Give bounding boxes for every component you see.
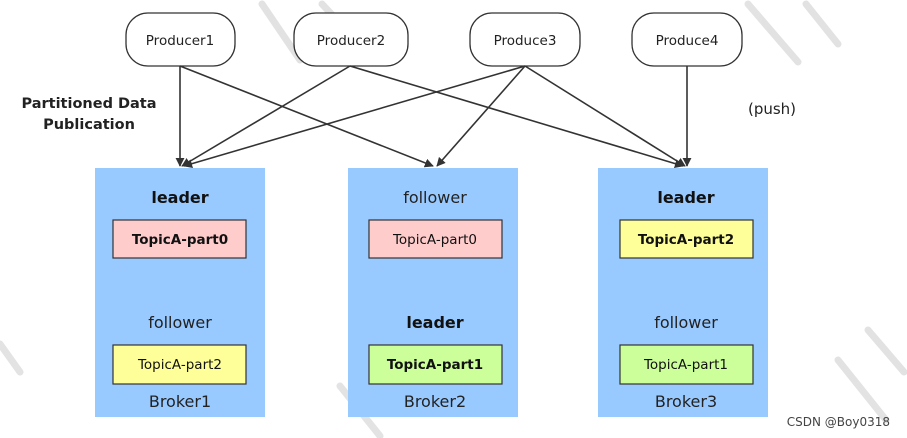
broker1-top-partition: TopicA-part0 [112,219,247,259]
broker1-bottom-role: follower [148,313,212,332]
producer-4-label: Produce4 [656,33,719,49]
partition-label: TopicA-part0 [392,232,477,248]
broker3-bottom-partition: TopicA-part1 [619,344,754,385]
producer-2-label: Producer2 [317,33,385,49]
producer-3: Produce3 [469,12,581,67]
push-label: (push) [748,100,796,118]
producer-2: Producer2 [293,12,409,67]
broker2-bottom-partition: TopicA-part1 [368,344,503,385]
arrow-producer3-broker2 [436,65,526,167]
partition-label: TopicA-part2 [638,232,734,248]
producer-1-label: Producer1 [146,33,214,49]
broker2-bottom-role: leader [406,313,463,332]
arrow-producer3-broker1 [183,65,526,169]
broker3-top-role: leader [657,188,714,207]
broker3-label: Broker3 [655,392,717,411]
arrow-producer3-broker3 [524,65,686,167]
push-arrows [175,65,692,169]
broker3-bottom-role: follower [654,313,718,332]
partition-label: TopicA-part2 [137,357,222,373]
broker-3: leader TopicA-part2 follower TopicA-part… [598,168,768,417]
broker1-top-role: leader [151,188,208,207]
csdn-watermark: CSDN @Boy0318 [787,415,890,429]
broker-2: follower TopicA-part0 leader TopicA-part… [348,168,518,417]
arrow-producer2-broker3 [349,65,684,168]
partition-label: TopicA-part1 [643,357,728,373]
broker-1: leader TopicA-part0 follower TopicA-part… [95,168,265,417]
broker1-bottom-partition: TopicA-part2 [112,344,247,385]
partitioned-data-label-line1: Partitioned Data [21,96,156,112]
producer-3-label: Produce3 [494,33,557,49]
partition-label: TopicA-part0 [132,232,228,248]
broker1-label: Broker1 [149,392,211,411]
producer-4: Produce4 [631,12,743,67]
partitioned-data-label-line2: Publication [43,117,135,133]
producer-1: Producer1 [125,12,236,67]
partition-label: TopicA-part1 [387,357,483,373]
broker3-top-partition: TopicA-part2 [619,219,754,259]
broker2-top-role: follower [403,188,467,207]
arrow-producer2-broker1 [181,65,351,167]
broker2-top-partition: TopicA-part0 [368,219,503,259]
broker2-label: Broker2 [404,392,466,411]
arrow-producer1-broker2 [179,65,434,168]
